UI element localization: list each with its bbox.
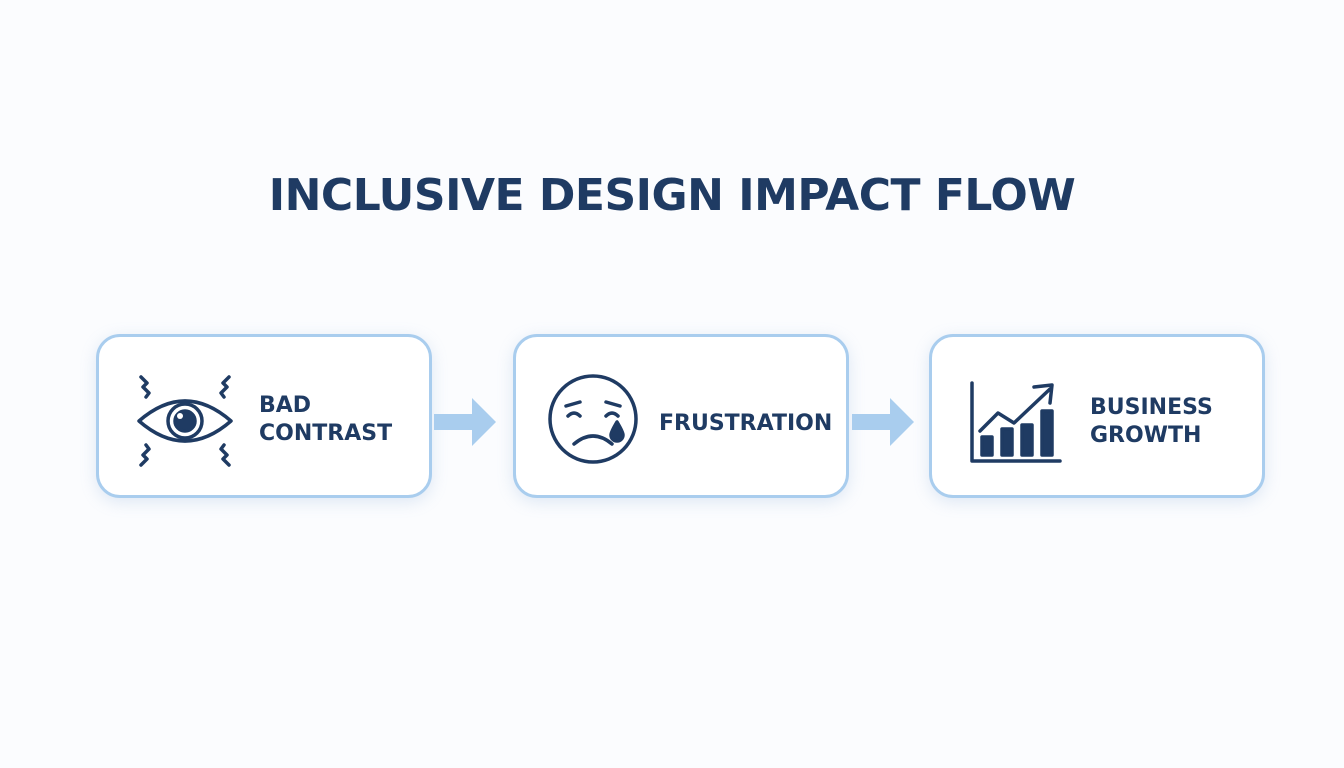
distorted-eye-icon	[135, 373, 235, 469]
growth-chart-icon	[968, 381, 1064, 465]
flow-step-bad-contrast: BAD CONTRAST	[96, 334, 432, 498]
flow-arrow-2	[852, 396, 916, 448]
sad-crying-face-icon	[546, 372, 640, 466]
step-label: BUSINESS GROWTH	[1090, 395, 1213, 448]
diagram-title: INCLUSIVE DESIGN IMPACT FLOW	[268, 170, 1076, 221]
flow-step-business-growth: BUSINESS GROWTH	[929, 334, 1265, 498]
step-label: FRUSTRATION	[659, 411, 833, 436]
flow-arrow-1	[434, 396, 498, 448]
step-label: BAD CONTRAST	[259, 393, 393, 446]
flow-step-frustration: FRUSTRATION	[513, 334, 849, 498]
